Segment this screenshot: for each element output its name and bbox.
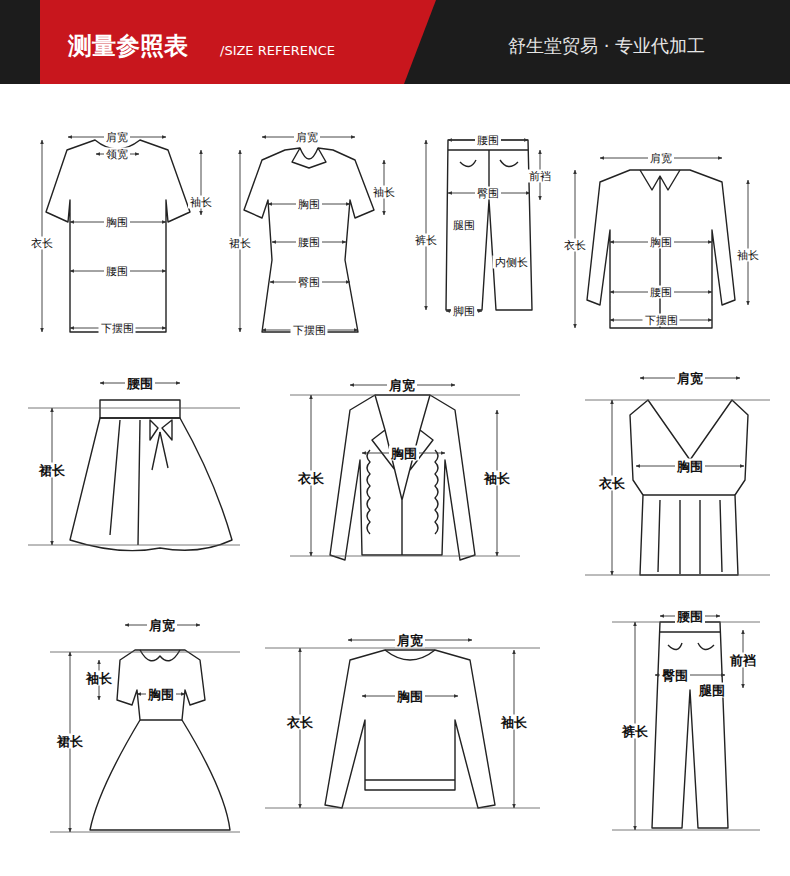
measure-label: 腰围 [675, 609, 705, 624]
measure-label: 脚围 [451, 305, 477, 318]
measure-label: 胸围 [146, 687, 176, 702]
measure-label: 腿围 [697, 683, 727, 698]
measure-label: 裤长 [620, 724, 650, 739]
measure-label: 袖长 [84, 671, 114, 686]
measure-label: 胸围 [389, 446, 419, 461]
header-text: 舒生堂贸易 · 专业代加工 [508, 34, 705, 58]
measure-label: 袖长 [499, 715, 529, 730]
measure-label: 袖长 [735, 249, 761, 262]
measure-label: 胸围 [104, 216, 130, 229]
measure-label: 裙长 [37, 463, 67, 478]
measure-label: 衣长 [562, 239, 588, 252]
measure-label: 臀围 [475, 187, 501, 200]
header-text: /SIZE REFERENCE [220, 43, 335, 58]
measure-label: 内侧长 [493, 256, 530, 269]
measure-label: 前裆 [728, 653, 758, 668]
measure-label: 腰围 [648, 286, 674, 299]
measure-label: 前裆 [527, 170, 553, 183]
measure-label: 胸围 [648, 236, 674, 249]
measure-label: 肩宽 [387, 378, 417, 393]
measure-label: 衣长 [29, 237, 55, 250]
measure-label: 裙长 [227, 237, 253, 250]
measure-label: 腰围 [125, 376, 155, 391]
measure-label: 领宽 [104, 148, 130, 161]
measure-label: 臀围 [296, 276, 322, 289]
measure-label: 胸围 [675, 459, 705, 474]
measure-label: 下摆围 [291, 324, 328, 337]
measure-label: 肩宽 [147, 618, 177, 633]
page-title: 测量参照表 [68, 30, 188, 62]
measure-label: 裙长 [55, 734, 85, 749]
measure-label: 胸围 [395, 689, 425, 704]
measure-label: 胸围 [296, 198, 322, 211]
measure-label: 肩宽 [294, 131, 320, 144]
measure-label: 袖长 [482, 471, 512, 486]
measure-label: 衣长 [597, 476, 627, 491]
measure-label: 裤长 [413, 234, 439, 247]
measure-label: 肩宽 [395, 633, 425, 648]
measure-label: 肩宽 [104, 131, 130, 144]
measure-label: 臀围 [660, 668, 690, 683]
measure-label: 腰围 [296, 236, 322, 249]
measure-label: 下摆围 [643, 314, 680, 327]
measure-label: 腰围 [104, 265, 130, 278]
measure-label: 肩宽 [675, 371, 705, 386]
measure-label: 袖长 [371, 186, 397, 199]
measure-label: 肩宽 [648, 152, 674, 165]
measure-label: 下摆围 [99, 322, 136, 335]
measure-label: 腿围 [451, 219, 477, 232]
measure-label: 衣长 [285, 715, 315, 730]
measure-label: 腰围 [475, 134, 501, 147]
measure-label: 衣长 [296, 471, 326, 486]
measure-label: 袖长 [188, 196, 214, 209]
